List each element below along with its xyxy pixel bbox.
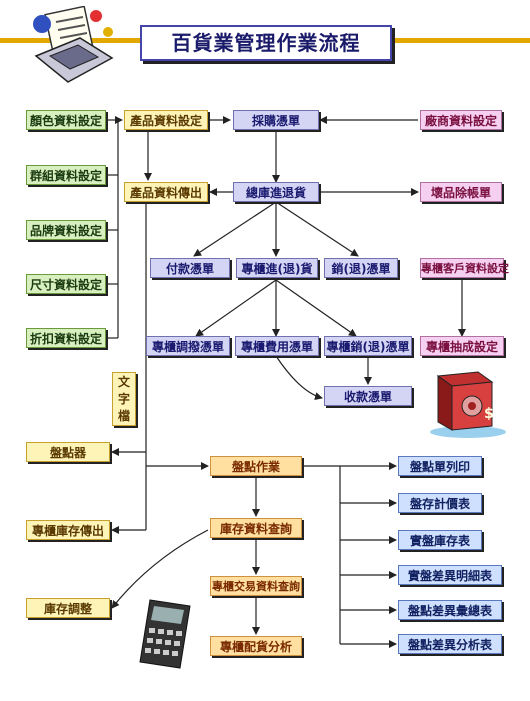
- counter-expense-box[interactable]: 專櫃費用憑單: [235, 336, 319, 356]
- report-diff-analysis[interactable]: 盤點差異分析表: [398, 634, 502, 654]
- page-title: 百貨業管理作業流程: [140, 25, 392, 61]
- counter-device-box[interactable]: 盤點器: [26, 442, 110, 462]
- text-file-label: 文字檔: [118, 375, 131, 423]
- report-count-sheet[interactable]: 盤點單列印: [398, 456, 482, 476]
- stock-adjust-box[interactable]: 庫存調整: [26, 598, 110, 618]
- counter-customer-box[interactable]: 專櫃客戶資料設定: [420, 258, 509, 278]
- calculator-receipt-icon: [33, 6, 114, 83]
- color-setup-box[interactable]: 顏色資料設定: [26, 110, 106, 130]
- stock-in-out-box[interactable]: 總庫進退貨: [233, 182, 319, 202]
- report-diff-summary[interactable]: 盤點差異彙總表: [398, 600, 502, 620]
- product-setup-box[interactable]: 產品資料設定: [124, 110, 208, 130]
- commission-box[interactable]: 專櫃抽成設定: [420, 336, 504, 356]
- svg-text:$: $: [484, 406, 494, 422]
- vendor-setup-box[interactable]: 廠商資料設定: [420, 110, 502, 130]
- counter-transfer-box[interactable]: 專櫃調撥憑單: [146, 336, 230, 356]
- receipt-box[interactable]: 收款憑單: [324, 386, 412, 406]
- discount-setup-box[interactable]: 折扣資料設定: [26, 328, 106, 348]
- counter-in-out-box[interactable]: 專櫃進(退)貨: [236, 258, 318, 278]
- purchase-order-box[interactable]: 採購憑單: [233, 110, 319, 130]
- report-valuation[interactable]: 盤存計價表: [398, 493, 482, 513]
- stock-query-box[interactable]: 庫存資料查詢: [210, 518, 302, 538]
- size-setup-box[interactable]: 尺寸資料設定: [26, 274, 106, 294]
- counter-sales-box[interactable]: 專櫃銷(退)憑單: [324, 336, 412, 356]
- bad-goods-box[interactable]: 壞品除帳單: [420, 182, 502, 202]
- brand-setup-box[interactable]: 品牌資料設定: [26, 220, 106, 240]
- group-setup-box[interactable]: 群組資料設定: [26, 165, 106, 185]
- inventory-work-box[interactable]: 盤點作業: [210, 456, 302, 476]
- report-diff-detail[interactable]: 實盤差異明細表: [398, 565, 502, 585]
- sales-return-box[interactable]: 銷(退)憑單: [324, 258, 398, 278]
- counter-trans-query-box[interactable]: 專櫃交易資料查詢: [210, 576, 302, 596]
- report-actual-stock[interactable]: 實盤庫存表: [398, 530, 482, 550]
- payment-box[interactable]: 付款憑單: [150, 258, 230, 278]
- handheld-calculator-icon: [139, 599, 191, 669]
- safe-icon: $: [430, 371, 506, 438]
- counter-allocation-box[interactable]: 專櫃配貨分析: [210, 636, 302, 656]
- text-file-box[interactable]: 文字檔: [112, 372, 136, 426]
- product-transfer-box[interactable]: 產品資料傳出: [124, 182, 208, 202]
- counter-stock-transfer-box[interactable]: 專櫃庫存傳出: [26, 520, 110, 540]
